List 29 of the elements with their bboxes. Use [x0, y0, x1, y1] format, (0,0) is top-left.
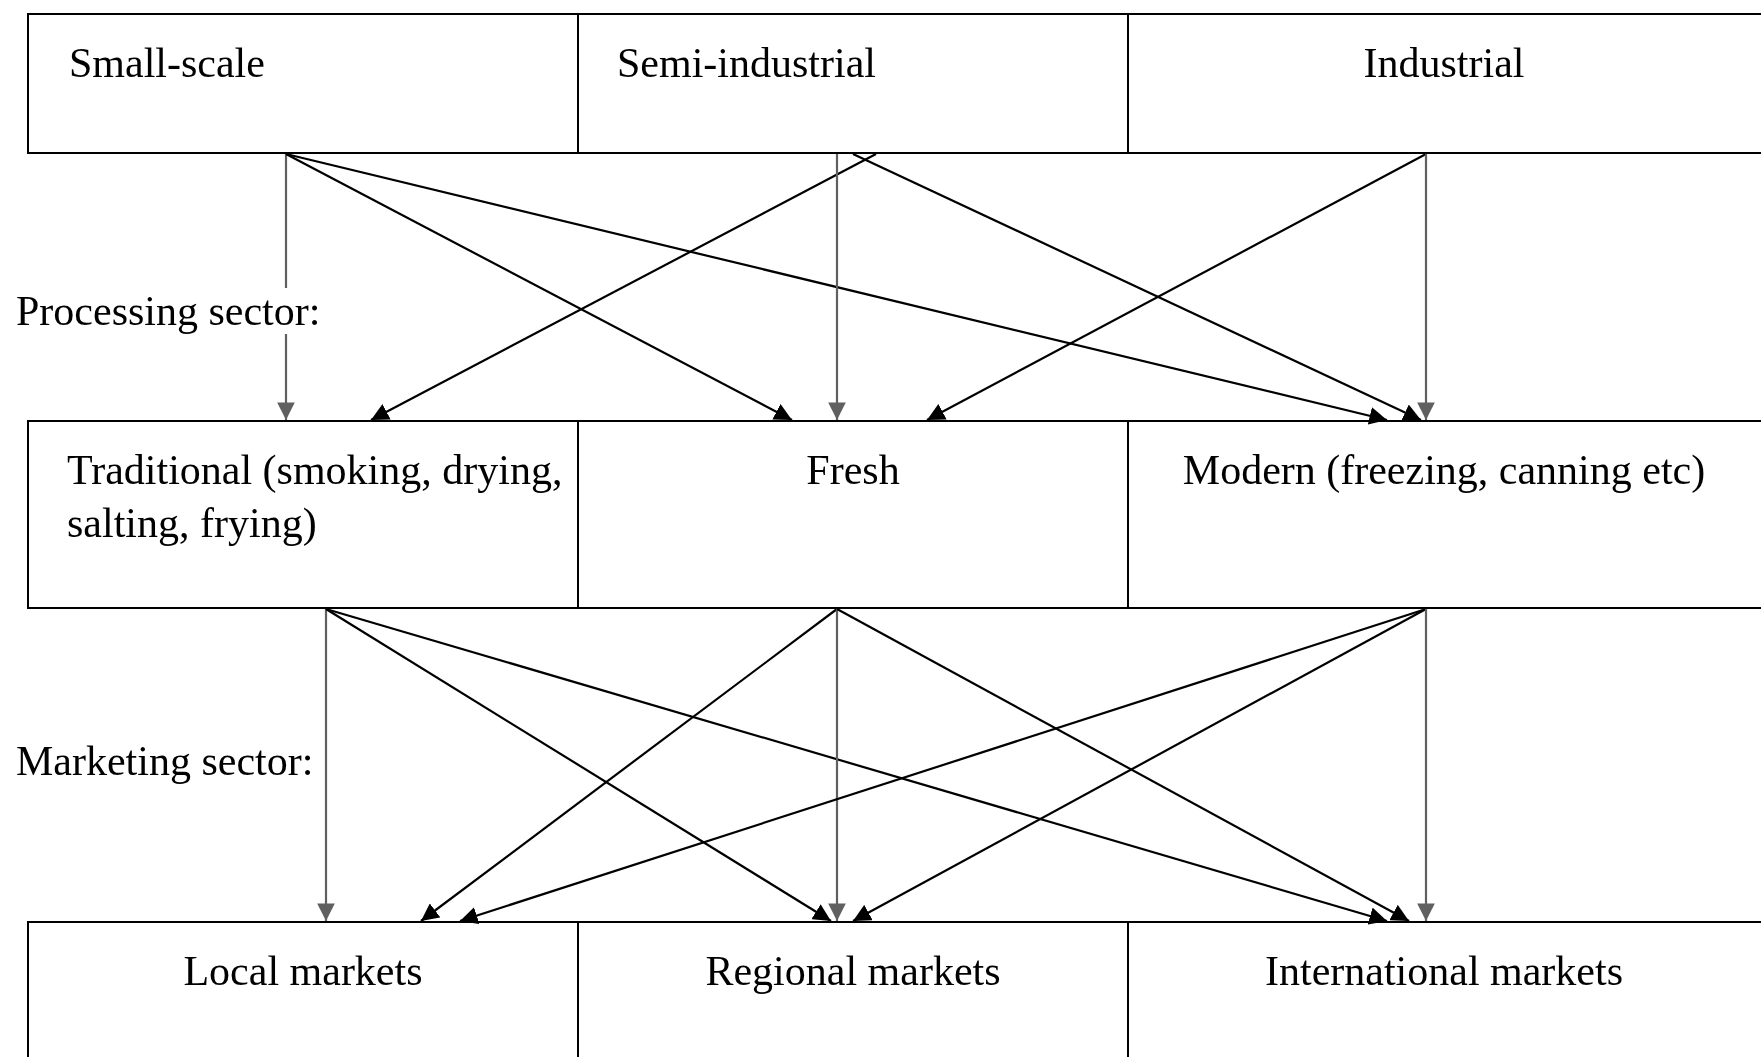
arrow	[459, 607, 1427, 924]
box-label: Semi-industrial	[617, 39, 877, 88]
box-label: International markets	[1264, 947, 1624, 996]
arrow	[277, 154, 295, 420]
arrow	[325, 607, 1388, 925]
arrow	[1417, 609, 1435, 921]
category-box	[1127, 13, 1761, 154]
category-box	[1127, 420, 1761, 609]
category-box	[27, 13, 579, 154]
box-label: Regional markets	[704, 947, 1002, 996]
box-label: Local markets	[182, 947, 424, 996]
arrow	[828, 609, 846, 921]
arrow	[1417, 154, 1435, 420]
box-label: Small-scale	[69, 39, 266, 88]
box-label: Traditional (smoking, drying, salting, frying)	[67, 446, 564, 548]
box-label: Industrial	[1362, 39, 1526, 88]
arrow	[370, 153, 877, 421]
arrow	[828, 154, 846, 420]
category-box	[577, 420, 1129, 609]
box-label: Modern (freezing, canning etc)	[1181, 446, 1707, 495]
arrow	[325, 608, 832, 922]
category-box	[577, 13, 1129, 154]
arrow	[285, 153, 793, 421]
box-label: Fresh	[805, 446, 901, 495]
arrow	[285, 152, 1388, 425]
arrow	[317, 609, 335, 921]
category-box	[27, 420, 579, 609]
category-box	[27, 921, 579, 1057]
arrow	[420, 608, 838, 922]
